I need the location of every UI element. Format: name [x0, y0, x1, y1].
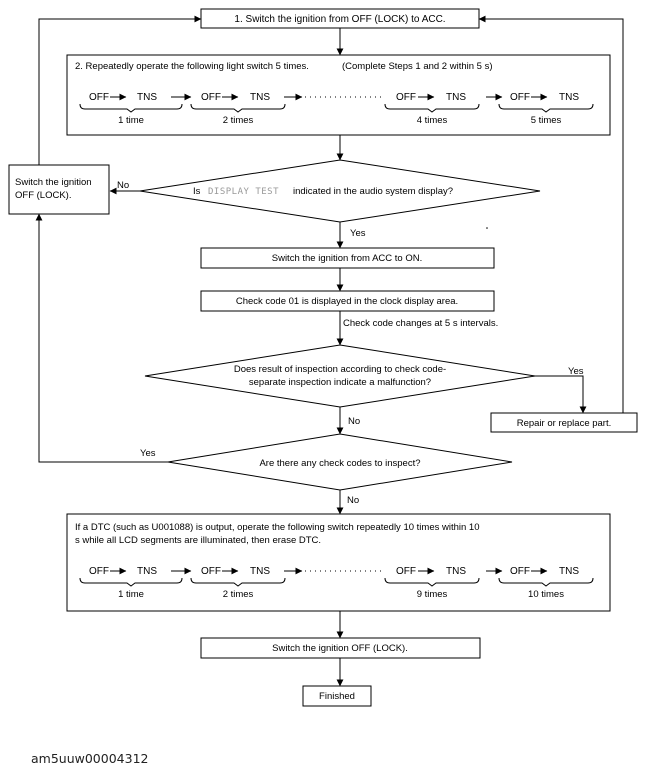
- repair-box: [490, 412, 638, 433]
- yes-label: Yes: [140, 448, 156, 459]
- off-label: OFF: [89, 566, 109, 577]
- no-label: No: [117, 180, 129, 191]
- decision1-suffix: indicated in the audio system display?: [293, 186, 453, 197]
- check-code-box: [200, 290, 495, 312]
- yes-label: Yes: [568, 366, 584, 377]
- display-test-lcd-text: DISPLAY TEST: [208, 187, 279, 197]
- finished-box: [302, 685, 372, 707]
- decision2-line1: Does result of inspection according to c…: [234, 364, 446, 375]
- tns-label: TNS: [137, 566, 157, 577]
- tns-label: TNS: [446, 92, 466, 103]
- figure-reference-id: am5uuw00004312: [31, 751, 149, 766]
- brace-4: [384, 103, 480, 113]
- switch-sequence-bottom: OFF TNS OFF TNS OFF TNS OFF TNS 1 time 2…: [79, 566, 594, 600]
- count-label: 10 times: [528, 589, 564, 600]
- tns-label: TNS: [250, 566, 270, 577]
- decision3-label: Are there any check codes to inspect?: [259, 458, 420, 469]
- count-label: 1 time: [118, 589, 144, 600]
- count-label: 2 times: [223, 115, 254, 126]
- off-label: OFF: [201, 92, 221, 103]
- step2-time-note: (Complete Steps 1 and 2 within 5 s): [342, 61, 493, 72]
- count-label: 2 times: [223, 589, 254, 600]
- acc-to-on-box: [200, 247, 495, 269]
- finished-label: Finished: [319, 691, 355, 702]
- brace-5: [498, 103, 594, 113]
- off-label: OFF: [201, 566, 221, 577]
- brace-1: [79, 103, 183, 113]
- off-label: OFF: [396, 92, 416, 103]
- count-label: 5 times: [531, 115, 562, 126]
- count-label: 1 time: [118, 115, 144, 126]
- final-switch-off-label: Switch the ignition OFF (LOCK).: [272, 643, 408, 654]
- repair-label: Repair or replace part.: [517, 418, 612, 429]
- off-label: OFF: [89, 92, 109, 103]
- brace-1: [79, 577, 183, 587]
- check-code-label: Check code 01 is displayed in the clock …: [236, 296, 458, 307]
- no-label: No: [348, 416, 360, 427]
- off-label: OFF: [510, 92, 530, 103]
- check-code-interval-note: Check code changes at 5 s intervals.: [343, 318, 498, 329]
- step2-instruction: 2. Repeatedly operate the following ligh…: [75, 61, 309, 72]
- switch-sequence-top: OFF TNS OFF TNS OFF TNS OFF TNS 1 time 2…: [79, 92, 594, 126]
- tns-label: TNS: [137, 92, 157, 103]
- decision2-line2: separate inspection indicate a malfuncti…: [249, 377, 431, 388]
- yes-label: Yes: [350, 228, 366, 239]
- brace-2: [190, 103, 286, 113]
- decision-malfunction: [144, 344, 536, 408]
- tns-label: TNS: [559, 566, 579, 577]
- dtc-box: [66, 513, 611, 612]
- brace-10: [498, 577, 594, 587]
- dtc-line1: If a DTC (such as U001088) is output, op…: [75, 522, 480, 533]
- loop-yes-to-switch-off: [35, 213, 168, 463]
- loop-repair-to-step1: [478, 15, 624, 413]
- brace-9: [384, 577, 480, 587]
- switch-off-lock-line1: Switch the ignition: [15, 177, 92, 188]
- loop-back-to-step1: [38, 15, 202, 165]
- dtc-line2: s while all LCD segments are illuminated…: [75, 535, 321, 546]
- no-label: No: [347, 495, 359, 506]
- switch-off-lock-box: [8, 164, 110, 215]
- tns-label: TNS: [559, 92, 579, 103]
- off-label: OFF: [510, 566, 530, 577]
- tns-label: TNS: [446, 566, 466, 577]
- count-label: 4 times: [417, 115, 448, 126]
- decision1-prefix: Is: [193, 186, 201, 197]
- speck: [486, 227, 488, 229]
- tns-label: TNS: [250, 92, 270, 103]
- count-label: 9 times: [417, 589, 448, 600]
- off-label: OFF: [396, 566, 416, 577]
- step1-label: 1. Switch the ignition from OFF (LOCK) t…: [234, 14, 445, 25]
- acc-to-on-label: Switch the ignition from ACC to ON.: [272, 253, 422, 264]
- switch-off-lock-line2: OFF (LOCK).: [15, 190, 71, 201]
- brace-2: [190, 577, 286, 587]
- arrow-yes-to-repair: [535, 375, 587, 414]
- step2-box: [66, 54, 611, 136]
